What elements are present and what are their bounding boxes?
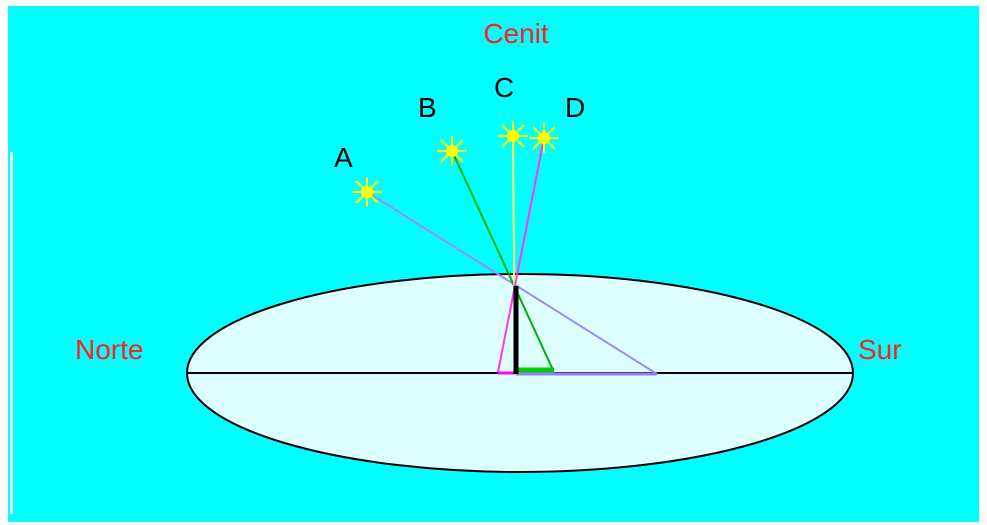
north-label: Norte — [75, 334, 143, 365]
star-d-sun-icon — [529, 123, 559, 153]
star-c-label: C — [494, 72, 514, 103]
star-a-label: A — [334, 142, 353, 173]
star-d-label: D — [565, 92, 585, 123]
left-edge-marker — [10, 152, 13, 514]
star-b-label: B — [418, 92, 437, 123]
star-b-sun-icon — [437, 136, 467, 166]
ray-d — [497, 137, 545, 373]
star-a-sun-icon — [352, 177, 382, 207]
south-label: Sur — [858, 334, 902, 365]
ray-b — [451, 150, 554, 371]
zenith-label: Cenit — [483, 18, 549, 49]
star-c-sun-icon — [498, 121, 528, 151]
